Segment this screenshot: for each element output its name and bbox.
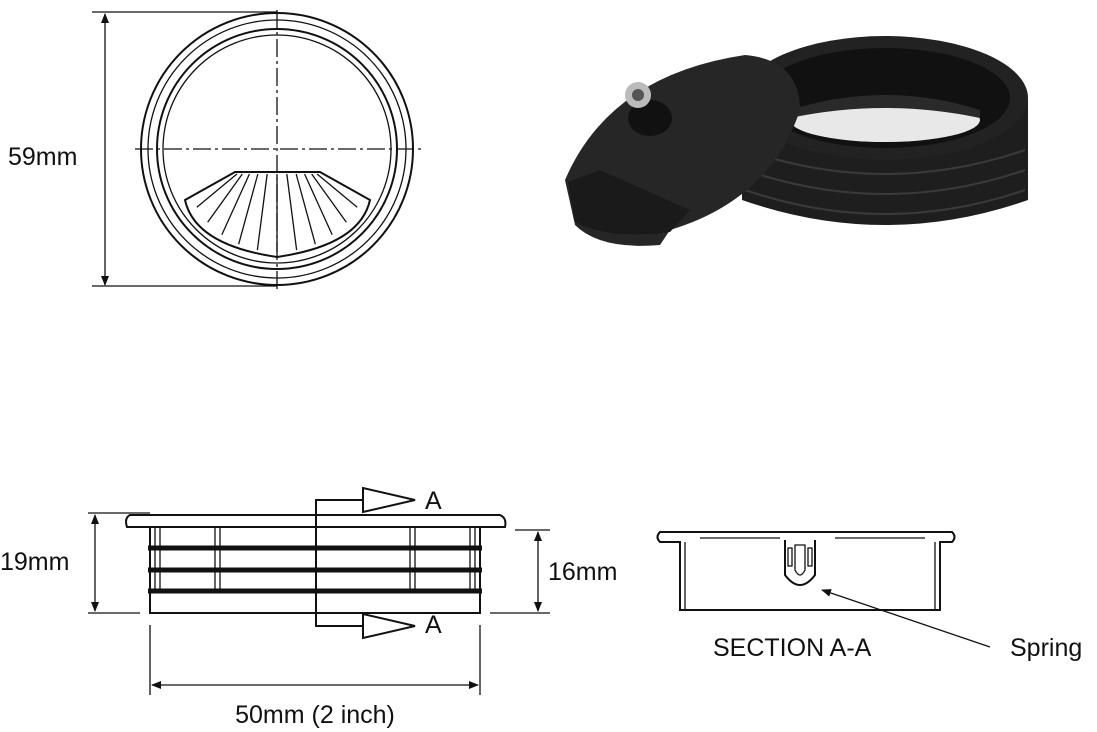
section-title: SECTION A-A	[713, 634, 872, 662]
dimension-label-50mm: 50mm (2 inch)	[235, 701, 395, 729]
dimension-label-19mm: 19mm	[0, 548, 69, 576]
fan-rib	[295, 173, 316, 245]
fan-rib	[316, 173, 358, 208]
fan-rib	[303, 173, 333, 236]
spring-mechanism	[784, 540, 816, 586]
fan-rib	[286, 173, 298, 251]
fan-rib	[221, 173, 251, 236]
fan-rib	[207, 173, 243, 223]
section-view: SECTION A-A Spring	[656, 531, 1082, 662]
spring-leader-line	[821, 589, 991, 648]
grommet-lid	[565, 55, 800, 246]
spring-callout: Spring	[1010, 634, 1082, 662]
fan-rib	[196, 173, 238, 208]
fan-rib	[256, 173, 268, 251]
section-marker-top: A	[425, 487, 442, 515]
fan-rib	[311, 173, 347, 223]
section-arrow-top	[362, 486, 416, 514]
section-marker-bottom: A	[425, 611, 442, 639]
dimension-label-16mm: 16mm	[548, 558, 617, 586]
brush-fan	[183, 171, 372, 259]
product-photo	[565, 36, 1028, 246]
dimension-label-59mm: 59mm	[8, 143, 77, 171]
side-view: A A 19mm 16mm 50mm (2 inch)	[0, 486, 617, 729]
section-arrow-bottom	[362, 612, 416, 640]
top-view: 59mm	[8, 10, 425, 290]
fan-rib	[238, 173, 259, 245]
